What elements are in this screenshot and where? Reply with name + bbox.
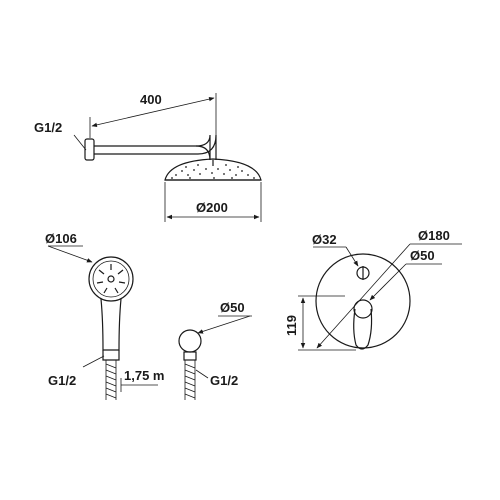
mixer-height-dimension: 119 [284, 295, 356, 351]
knob-diameter-label: Ø32 [312, 232, 337, 247]
arm-tube [94, 134, 217, 160]
lever-diameter-callout: Ø50 [369, 248, 442, 301]
mixer-cover-plate [315, 253, 411, 349]
head-shower [164, 158, 262, 181]
mixer-height-label: 119 [284, 315, 299, 336]
arm-length-label: 400 [140, 92, 162, 107]
mixer-lever-base [353, 299, 373, 319]
head-diameter-label: Ø200 [196, 200, 228, 215]
mixer-lever [353, 308, 373, 350]
knob-diameter-callout: Ø32 [312, 232, 359, 267]
hand-shower-hose [105, 360, 117, 400]
arm-thread-callout: G1/2 [34, 120, 87, 151]
wall-outlet-hose [184, 360, 196, 400]
lever-diameter-label: Ø50 [410, 248, 435, 263]
outlet-thread-label: G1/2 [210, 373, 238, 388]
hand-thread-label: G1/2 [48, 373, 76, 388]
hand-shower-handle [100, 298, 122, 351]
arm-thread-label: G1/2 [34, 120, 62, 135]
wall-outlet [178, 329, 202, 400]
outlet-thread-callout: G1/2 [195, 369, 238, 388]
hand-shower [88, 256, 134, 400]
hand-diameter-callout: Ø106 [45, 231, 93, 263]
hand-shower-spray-pattern [96, 264, 126, 294]
plate-diameter-label: Ø180 [418, 228, 450, 243]
head-shower-body [164, 158, 262, 181]
wall-flange [84, 138, 95, 161]
outlet-diameter-callout: Ø50 [197, 300, 252, 334]
hose-length-callout: 1,75 m [120, 368, 164, 392]
arm-length-dimension: 400 [89, 92, 217, 138]
hand-shower-head [88, 256, 134, 302]
shower-arm [84, 134, 217, 161]
mixer [315, 253, 411, 350]
head-shower-nozzles [171, 164, 255, 179]
hand-thread-callout: G1/2 [48, 355, 105, 388]
outlet-diameter-label: Ø50 [220, 300, 245, 315]
plate-diameter-callout: Ø180 [316, 228, 462, 349]
hand-diameter-label: Ø106 [45, 231, 77, 246]
hose-length-label: 1,75 m [124, 368, 164, 383]
head-diameter-dimension: Ø200 [164, 182, 262, 222]
wall-outlet-body [178, 329, 202, 353]
